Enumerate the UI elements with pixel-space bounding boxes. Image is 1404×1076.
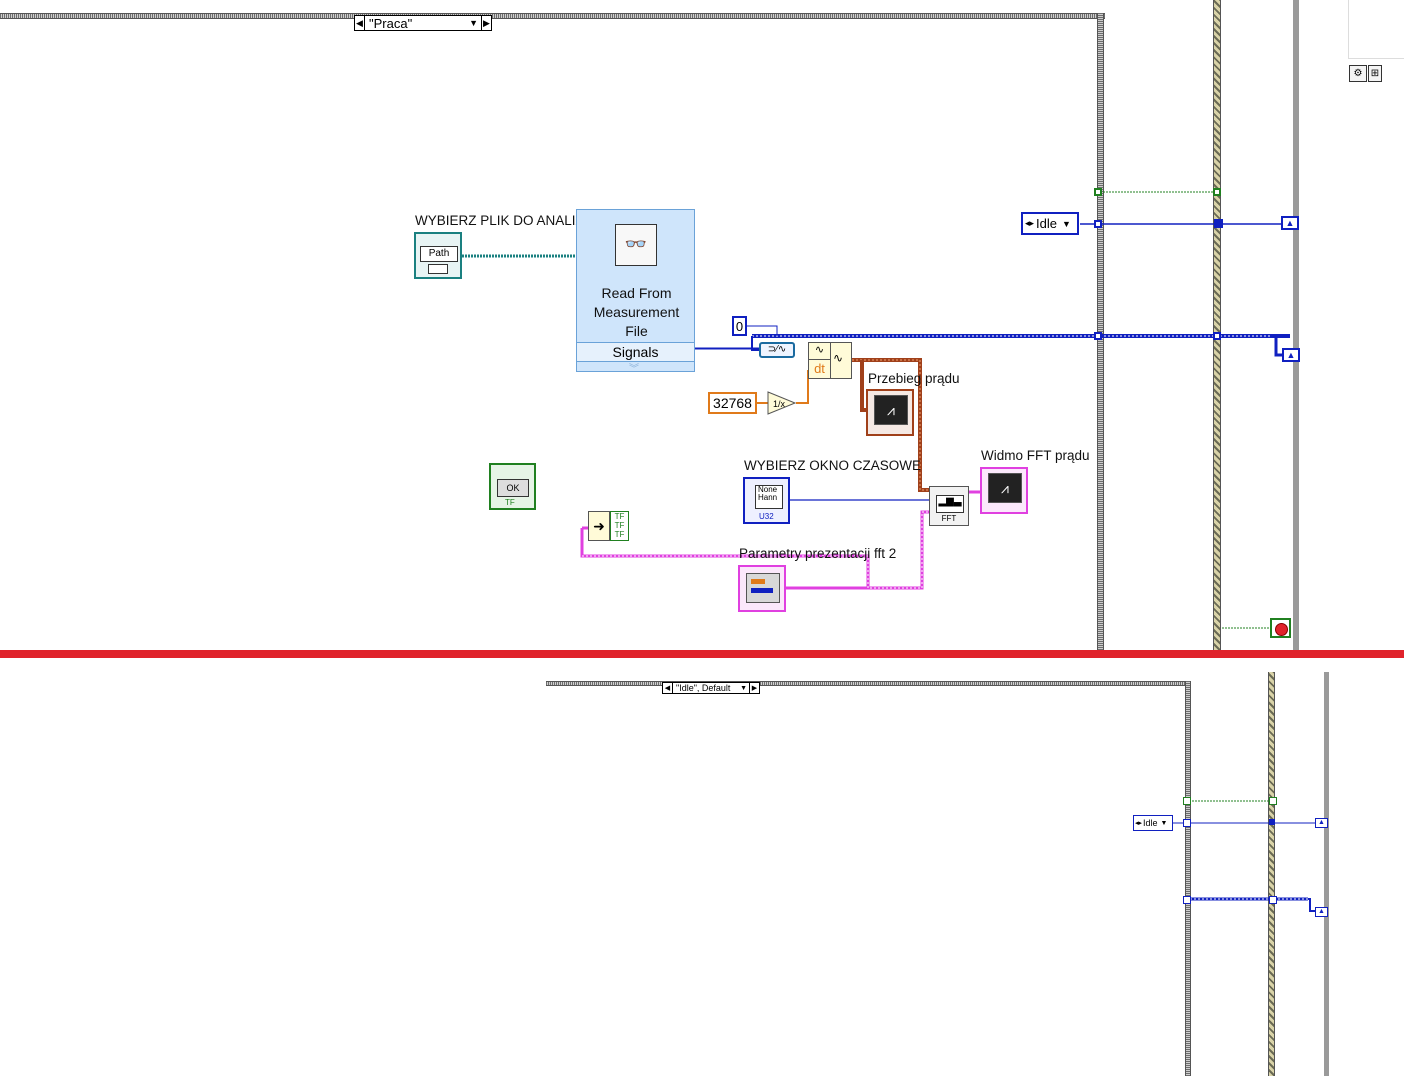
glasses-file-icon: 👓 [615,224,657,266]
window-control-label: WYBIERZ OKNO CZASOWE [744,458,922,473]
waveform-icon: ∿ [809,343,831,360]
shift-register-state-icon-bottom: ▲ [1315,818,1328,828]
express-vi-title: Read From Measurement File [593,285,680,339]
tunnel-state-bottom [1183,819,1191,827]
ok-button-terminal[interactable]: OK TF [489,463,536,510]
waveform-graph-icon: ⩘ [874,395,908,425]
graph-fft-terminal[interactable]: ⩘ [980,467,1028,514]
enum-dropdown-icon[interactable]: ▼ [1062,218,1071,229]
case-frame-bottom-right-edge [1185,681,1191,1076]
constant-samples[interactable]: 32768 [708,392,757,414]
shift-register-state-icon: ▲ [1281,216,1299,230]
case-selector-label: "Praca" [369,15,413,31]
build-waveform-icon: ∿ [833,351,844,365]
dt-label: dt [809,360,831,378]
while-loop-frame-inner-bottom [1268,672,1275,1076]
read-measurement-file-vi[interactable]: 👓 Read From Measurement File Signals ︾ [576,209,695,375]
constant-zero[interactable]: 0 [732,316,747,336]
increment-arrow-icon[interactable]: ▶ [481,16,491,30]
cluster-icon [746,573,780,603]
window-list-icon: None Hann [755,485,783,509]
case-frame-right-edge [1097,13,1104,650]
increment-arrow-icon[interactable]: ▶ [749,683,759,693]
dropdown-arrow-icon[interactable]: ▼ [469,18,478,28]
while-loop-frame-outer [1293,0,1299,650]
fft-params-cluster-terminal[interactable] [738,565,786,612]
graph-current-label: Przebieg prądu [868,371,960,386]
tunnel-data-in [1094,332,1102,340]
graph-current-terminal[interactable]: ⩘ [866,389,914,436]
shift-register-data-icon: ▲ [1282,348,1300,362]
reciprocal-function-icon[interactable]: 1/x [767,391,797,415]
get-waveform-components-node[interactable]: ∿ dt ∿ [808,342,852,379]
while-loop-frame-inner [1213,0,1221,650]
tunnel-data-bottom [1183,896,1191,904]
tunnel-bool-in [1094,188,1102,196]
tunnel-data-loop-bottom [1269,896,1277,904]
wire-layer-bottom [1172,800,1316,912]
decrement-arrow-icon[interactable]: ◀ [663,683,673,693]
index-array-icon[interactable]: ➜ [588,511,610,541]
svg-text:1/x: 1/x [773,399,786,409]
ok-button-label: OK [497,479,529,497]
tunnel-bool-bottom [1183,797,1191,805]
fft-graph-icon: ⩘ [988,473,1022,503]
tunnel-state-loop-bottom [1269,819,1275,825]
expand-chevron-icon[interactable]: ︾ [629,364,639,375]
wire-layer-top [462,191,1290,629]
path-control-terminal[interactable]: Path [414,232,462,279]
panel-tool-icon[interactable]: ⊞ [1368,65,1382,82]
tunnel-state-loop [1214,219,1223,228]
tunnel-state-in [1094,220,1102,228]
divider-line [0,650,1404,658]
index-signal-function-icon[interactable]: ⊃⁄∿ [759,342,795,358]
while-loop-frame-outer-bottom [1324,672,1329,1076]
cleanup-diagram-icon[interactable]: ⚙ [1349,65,1367,82]
window-type: U32 [759,512,774,521]
case-frame-top-edge [0,13,1105,19]
case-selector-label: "Idle", Default [676,683,731,693]
path-icon-text: Path [420,246,458,262]
case-selector-idle-default[interactable]: ◀ "Idle", Default ▼ ▶ [662,682,760,694]
graph-fft-label: Widmo FFT prądu [981,448,1090,463]
path-control-label: WYBIERZ PLIK DO ANALIZY [415,213,593,228]
state-enum-idle-bottom[interactable]: ◂▸ Idle ▼ [1133,815,1173,831]
stop-condition-icon[interactable] [1270,618,1291,638]
tunnel-bool-loop [1213,188,1221,196]
shift-register-data-icon-bottom: ▲ [1315,907,1328,917]
state-enum-idle-top[interactable]: ◂▸ Idle ▼ [1021,212,1079,235]
ok-tf-label: TF [505,498,515,507]
fft-params-label: Parametry prezentacji fft 2 [739,546,897,561]
window-enum-terminal[interactable]: None Hann U32 [743,477,790,524]
case-frame-bottom-top-edge [546,681,1191,686]
tunnel-data-loop [1213,332,1221,340]
tunnel-bool-loop-bottom [1269,797,1277,805]
enum-dropdown-icon[interactable]: ▼ [1160,819,1168,827]
signals-output[interactable]: Signals [577,342,694,362]
side-panel [1348,0,1404,59]
dropdown-arrow-icon[interactable]: ▼ [740,684,747,692]
fft-label: FFT [941,514,957,523]
decrement-arrow-icon[interactable]: ◀ [355,16,365,30]
spectrum-icon: ▂▆▃ [936,495,964,513]
enum-arrows-icon[interactable]: ◂▸ [1135,820,1143,827]
enum-arrows-icon[interactable]: ◂▸ [1025,218,1035,228]
case-selector-praca[interactable]: ◀ "Praca" ▼ ▶ [354,15,492,31]
fft-spectrum-vi[interactable]: ▂▆▃ FFT [929,486,969,526]
folder-icon [428,264,448,274]
